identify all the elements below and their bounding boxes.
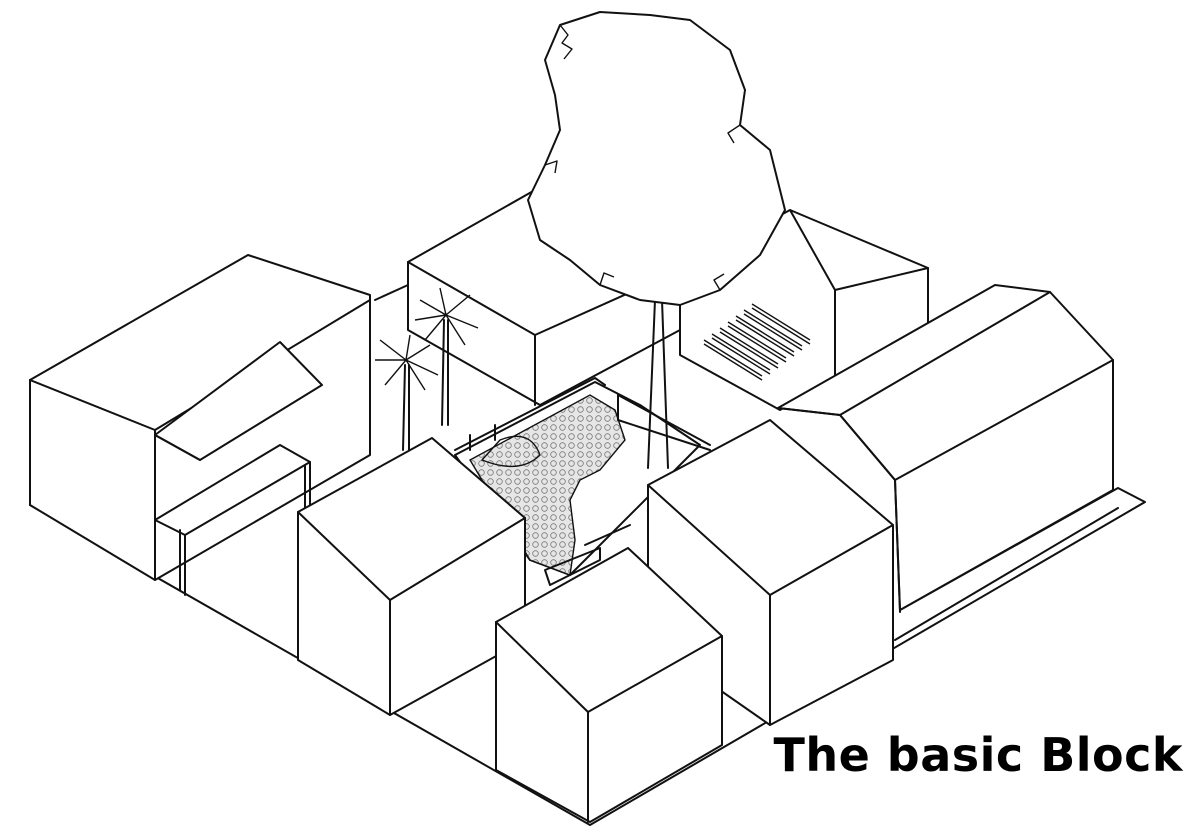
diagram-caption: The basic Block (773, 728, 1183, 782)
block-building-south-right (495, 547, 723, 823)
block-building-east (777, 284, 1114, 613)
pergola-slats (703, 303, 811, 381)
large-tree (527, 11, 786, 469)
block-building-west (29, 254, 371, 596)
palm-tree (414, 287, 479, 426)
palm-tree (375, 334, 439, 451)
